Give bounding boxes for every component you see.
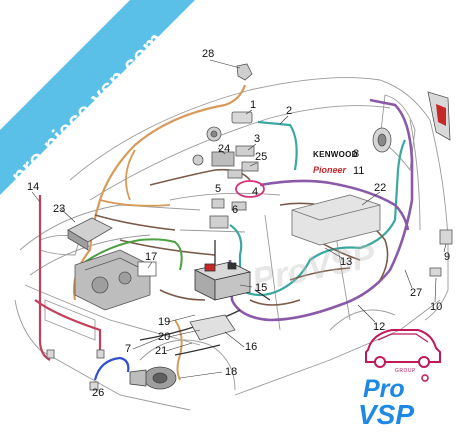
connector-14-b xyxy=(96,349,105,359)
highlight-ring-4 xyxy=(235,180,265,198)
pioneer-label: Pioneer xyxy=(313,165,347,175)
callout-27: 27 xyxy=(410,287,422,299)
leader-lines xyxy=(31,59,447,379)
callout-3: 3 xyxy=(254,133,260,145)
battery-15 xyxy=(193,261,252,301)
connector-1 xyxy=(231,111,253,124)
callout-6: 6 xyxy=(232,204,238,216)
harness-orange-lower xyxy=(174,319,183,381)
callout-21: 21 xyxy=(155,345,167,357)
logo-dot xyxy=(421,374,429,382)
logo-vsp-text: VSP xyxy=(358,399,414,430)
callout-20: 20 xyxy=(158,331,170,343)
harness-red xyxy=(34,195,102,361)
callout-23: 23 xyxy=(53,203,65,215)
dashboard-components xyxy=(192,126,259,179)
logo-group-text: GROUP xyxy=(395,368,416,374)
callout-14: 14 xyxy=(27,181,39,193)
callout-17: 17 xyxy=(145,251,157,263)
part-10 xyxy=(429,267,442,277)
watermark-text: ProVSP xyxy=(249,237,379,300)
harness-orange-branch xyxy=(99,149,171,207)
callout-26: 26 xyxy=(92,387,104,399)
callout-10: 10 xyxy=(430,301,442,313)
kenwood-label: KENWOOD xyxy=(313,150,358,159)
callout-labels: 1 2 3 4 5 6 7 8 9 10 11 12 13 14 15 16 1… xyxy=(27,48,450,399)
callout-16: 16 xyxy=(245,341,257,353)
fusebox-17 xyxy=(137,261,157,277)
motor-18 xyxy=(129,366,177,390)
logo-car-outline xyxy=(365,329,441,363)
callout-11: 11 xyxy=(353,165,364,177)
website-banner: pro-piece-vsp.com xyxy=(0,0,195,195)
relays-5-6 xyxy=(209,198,247,229)
callout-22: 22 xyxy=(374,182,386,194)
callout-24: 24 xyxy=(218,143,230,155)
engine-block xyxy=(74,249,151,311)
harness-orange xyxy=(72,84,247,301)
logo-pro-text: Pro xyxy=(363,375,405,403)
bracket-16 xyxy=(189,314,236,341)
callout-18: 18 xyxy=(225,366,237,378)
callout-7: 7 xyxy=(125,343,131,355)
connector-14-a xyxy=(46,349,55,359)
harness-green xyxy=(84,238,183,271)
harness-blue xyxy=(93,356,130,381)
rear-seat xyxy=(291,194,381,246)
provsp-logo: GROUP Pro VSP xyxy=(358,329,441,430)
callout-9: 9 xyxy=(444,251,450,263)
callout-5: 5 xyxy=(215,183,221,195)
rear-light-lamp xyxy=(436,104,446,126)
callout-4: 4 xyxy=(252,186,258,198)
callout-25: 25 xyxy=(255,151,267,163)
connector-9 xyxy=(439,229,453,245)
callout-8: 8 xyxy=(353,148,359,160)
callout-28: 28 xyxy=(202,48,214,60)
callout-2: 2 xyxy=(286,105,292,117)
callout-19: 19 xyxy=(158,316,170,328)
callout-1: 1 xyxy=(250,99,256,111)
callout-12: 12 xyxy=(373,321,385,333)
callout-13: 13 xyxy=(340,256,352,268)
roof-connector-28 xyxy=(236,63,253,81)
ecu-23 xyxy=(67,217,113,251)
speakers xyxy=(372,127,392,153)
callout-15: 15 xyxy=(255,282,267,294)
harness-purple xyxy=(228,98,414,322)
connector-26 xyxy=(89,381,99,391)
